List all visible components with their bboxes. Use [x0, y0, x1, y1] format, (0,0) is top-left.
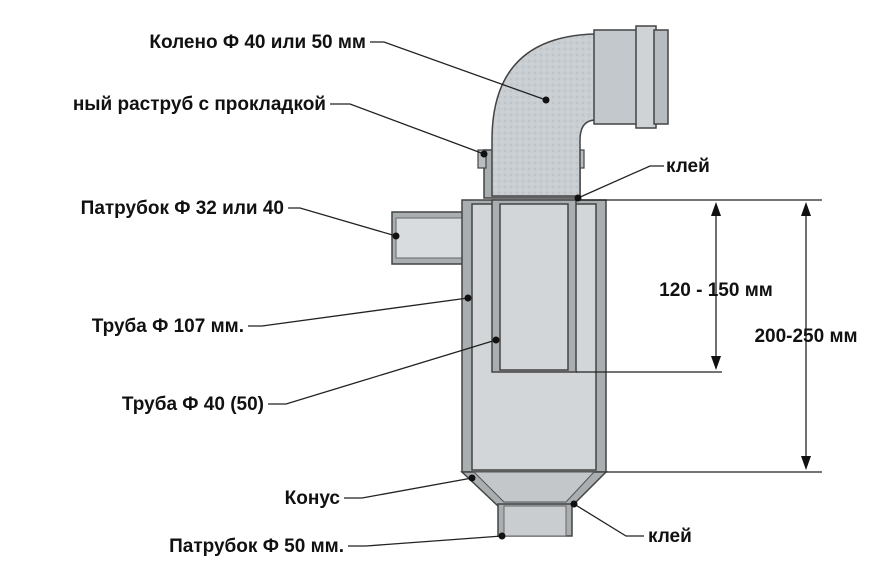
dimension-lines — [576, 199, 822, 473]
label-socket: ный раструб с прокладкой — [73, 94, 326, 115]
label-dots — [392, 96, 582, 540]
label-pipe-40: Труба Ф 40 (50) — [122, 394, 264, 415]
label-dim-inner: 120 - 150 мм — [659, 280, 773, 301]
label-dim-outer: 200-250 мм — [754, 326, 857, 347]
label-glue-bottom: клей — [648, 526, 692, 547]
elbow — [491, 25, 669, 197]
bottom-outlet-pipe — [497, 503, 573, 537]
label-cone: Конус — [285, 488, 341, 509]
inner-pipe-40 — [491, 199, 577, 373]
leader-lines — [248, 41, 664, 547]
label-inlet: Патрубок Ф 32 или 40 — [81, 198, 284, 219]
label-glue-top: клей — [666, 156, 710, 177]
label-elbow: Колено Ф 40 или 50 мм — [149, 32, 366, 53]
label-pipe-107: Труба Ф 107 мм. — [92, 316, 244, 337]
label-outlet: Патрубок Ф 50 мм. — [169, 536, 344, 557]
